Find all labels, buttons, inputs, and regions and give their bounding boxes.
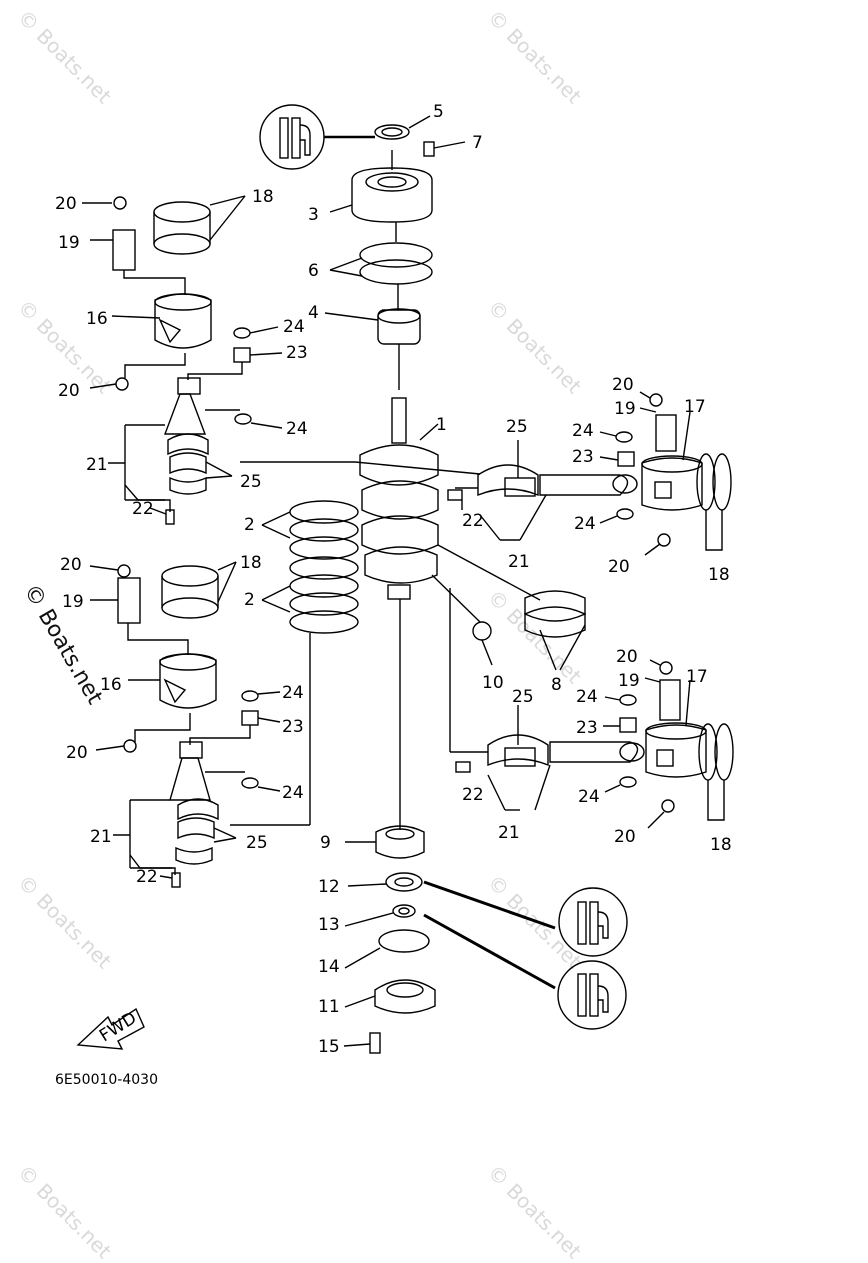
right-lower-conrod-group (449, 588, 734, 829)
bearing-housing-3 (329, 150, 433, 223)
callout-22: 22 (136, 867, 158, 887)
callout-11: 11 (318, 997, 340, 1017)
callout-19: 19 (614, 399, 636, 419)
callout-5: 5 (433, 102, 444, 122)
bolt-7 (423, 141, 466, 157)
callout-24: 24 (283, 317, 305, 337)
callout-2: 2 (244, 515, 255, 535)
callout-23: 23 (282, 717, 304, 737)
callout-18: 18 (252, 187, 274, 207)
callout-24: 24 (576, 687, 598, 707)
right-upper-conrod-group (354, 391, 732, 556)
callout-3: 3 (308, 205, 319, 225)
callout-25: 25 (506, 417, 528, 437)
callout-21: 21 (508, 552, 530, 572)
left-upper-piston-group (82, 195, 355, 525)
o-rings-6 (329, 242, 433, 285)
callout-14: 14 (318, 957, 340, 977)
callout-22: 22 (462, 785, 484, 805)
callout-2: 2 (244, 590, 255, 610)
callout-9: 9 (320, 833, 331, 853)
needle-bearing-4 (324, 222, 421, 390)
callout-24: 24 (574, 514, 596, 534)
callout-21: 21 (90, 827, 112, 847)
oil-seal-12 (347, 872, 556, 930)
callout-25: 25 (512, 687, 534, 707)
diagram-code: 6E50010-4030 (55, 1072, 158, 1088)
exploded-parts-diagram: FWD 5 7 3 6 4 1 2 2 20 18 19 16 24 23 20… (55, 102, 734, 1057)
callout-24: 24 (282, 783, 304, 803)
callout-7: 7 (472, 133, 483, 153)
callout-20: 20 (608, 557, 630, 577)
ball-bearing-9 (345, 825, 425, 859)
bearing-housing-11 (344, 979, 436, 1014)
callout-20: 20 (616, 647, 638, 667)
callout-20: 20 (60, 555, 82, 575)
callout-25: 25 (246, 833, 268, 853)
callout-23: 23 (576, 718, 598, 738)
detail-inset-middle (558, 887, 628, 957)
callout-19: 19 (618, 671, 640, 691)
gasket-14 (344, 929, 430, 969)
detail-inset-top (259, 104, 375, 170)
callout-16: 16 (100, 675, 122, 695)
left-lower-piston-group (89, 561, 281, 888)
callout-8: 8 (551, 675, 562, 695)
callout-24: 24 (286, 419, 308, 439)
callout-18: 18 (240, 553, 262, 573)
callout-16: 16 (86, 309, 108, 329)
callout-15: 15 (318, 1037, 340, 1057)
callout-17: 17 (684, 397, 706, 417)
callout-20: 20 (614, 827, 636, 847)
callout-19: 19 (62, 592, 84, 612)
callout-23: 23 (286, 343, 308, 363)
fwd-arrow-icon (76, 1007, 145, 1050)
callout-10: 10 (482, 673, 504, 693)
callout-20: 20 (66, 743, 88, 763)
callout-6: 6 (308, 261, 319, 281)
callout-20: 20 (55, 194, 77, 214)
bearing-8-and-clip-10 (431, 544, 586, 671)
callout-24: 24 (578, 787, 600, 807)
callout-21: 21 (498, 823, 520, 843)
callout-18: 18 (708, 565, 730, 585)
callout-12: 12 (318, 877, 340, 897)
callout-17: 17 (686, 667, 708, 687)
callout-20: 20 (612, 375, 634, 395)
oil-seal-5 (374, 115, 431, 140)
callout-4: 4 (308, 303, 319, 323)
callout-22: 22 (132, 499, 154, 519)
callout-1: 1 (436, 415, 447, 435)
piston-rings-2 (230, 500, 359, 826)
callout-24: 24 (282, 683, 304, 703)
callout-18: 18 (710, 835, 732, 855)
callout-21: 21 (86, 455, 108, 475)
crankshaft-1 (359, 397, 439, 830)
callout-19: 19 (58, 233, 80, 253)
callout-24: 24 (572, 421, 594, 441)
bolt-15 (343, 1032, 381, 1054)
callout-22: 22 (462, 511, 484, 531)
callout-23: 23 (572, 447, 594, 467)
callout-25: 25 (240, 472, 262, 492)
callout-20: 20 (58, 381, 80, 401)
detail-inset-bottom (557, 960, 627, 1030)
oil-seal-13 (344, 904, 556, 990)
callout-13: 13 (318, 915, 340, 935)
